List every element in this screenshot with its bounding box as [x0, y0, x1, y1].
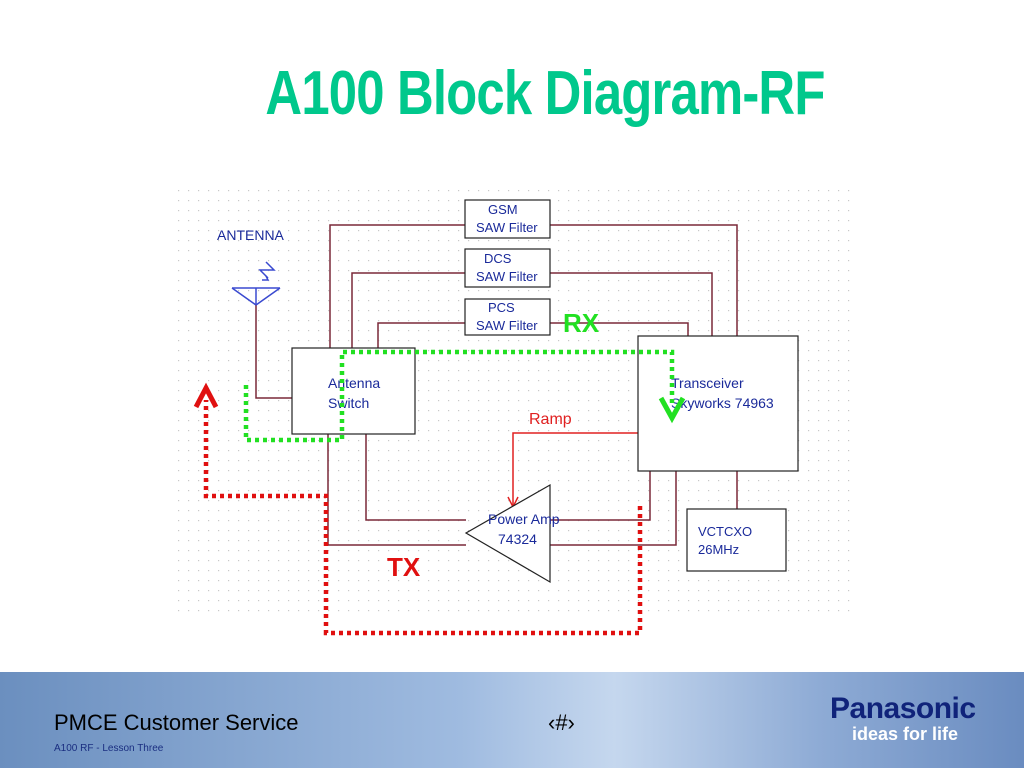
antenna-switch-line2: Switch	[328, 395, 369, 411]
tx-path	[203, 400, 643, 636]
power-amp-block: Power Amp 74324	[464, 483, 560, 584]
antenna-switch-line1: Antenna	[328, 375, 380, 391]
footer-subtitle: A100 RF - Lesson Three	[54, 743, 164, 754]
dcs-filter-line2: SAW Filter	[476, 269, 538, 284]
tx-arrow	[193, 382, 219, 409]
transceiver-line1: Transceiver	[671, 375, 744, 391]
slide-title: A100 Block Diagram-RF	[265, 59, 825, 128]
rx-path	[243, 349, 675, 443]
pcs-filter-line1: PCS	[488, 300, 515, 315]
panasonic-logo: Panasonic ideas for life	[830, 692, 1010, 745]
brand-name: Panasonic	[830, 692, 976, 725]
brand-tagline: ideas for life	[852, 724, 959, 744]
vctcxo-block: VCTCXO 26MHz	[686, 508, 787, 572]
transceiver-line2: Skyworks 74963	[671, 395, 774, 411]
vctcxo-line1: VCTCXO	[698, 524, 752, 539]
antenna-switch-block: Antenna Switch	[291, 347, 416, 435]
power-amp-line2: 74324	[498, 531, 537, 547]
gsm-filter-line1: GSM	[488, 202, 518, 217]
ramp-line	[512, 432, 638, 505]
slide-footer: PMCE Customer Service A100 RF - Lesson T…	[0, 672, 1024, 768]
vctcxo-line2: 26MHz	[698, 542, 739, 557]
tx-label: TX	[387, 552, 421, 582]
gsm-filter-line2: SAW Filter	[476, 220, 538, 235]
transceiver-block: Transceiver Skyworks 74963	[637, 335, 799, 472]
pcs-saw-filter: PCS SAW Filter	[464, 298, 551, 336]
ramp-label: Ramp	[529, 411, 572, 428]
pcs-filter-line2: SAW Filter	[476, 318, 538, 333]
dcs-saw-filter: DCS SAW Filter	[464, 248, 551, 288]
power-amp-line1: Power Amp	[488, 511, 560, 527]
antenna-label: ANTENNA	[217, 227, 285, 243]
footer-title: PMCE Customer Service	[54, 710, 299, 735]
rx-label: RX	[563, 308, 600, 338]
gsm-saw-filter: GSM SAW Filter	[464, 199, 551, 239]
dcs-filter-line1: DCS	[484, 251, 512, 266]
page-number: ‹#›	[548, 710, 575, 735]
rx-arrow	[658, 396, 686, 424]
antenna-icon	[231, 261, 281, 306]
